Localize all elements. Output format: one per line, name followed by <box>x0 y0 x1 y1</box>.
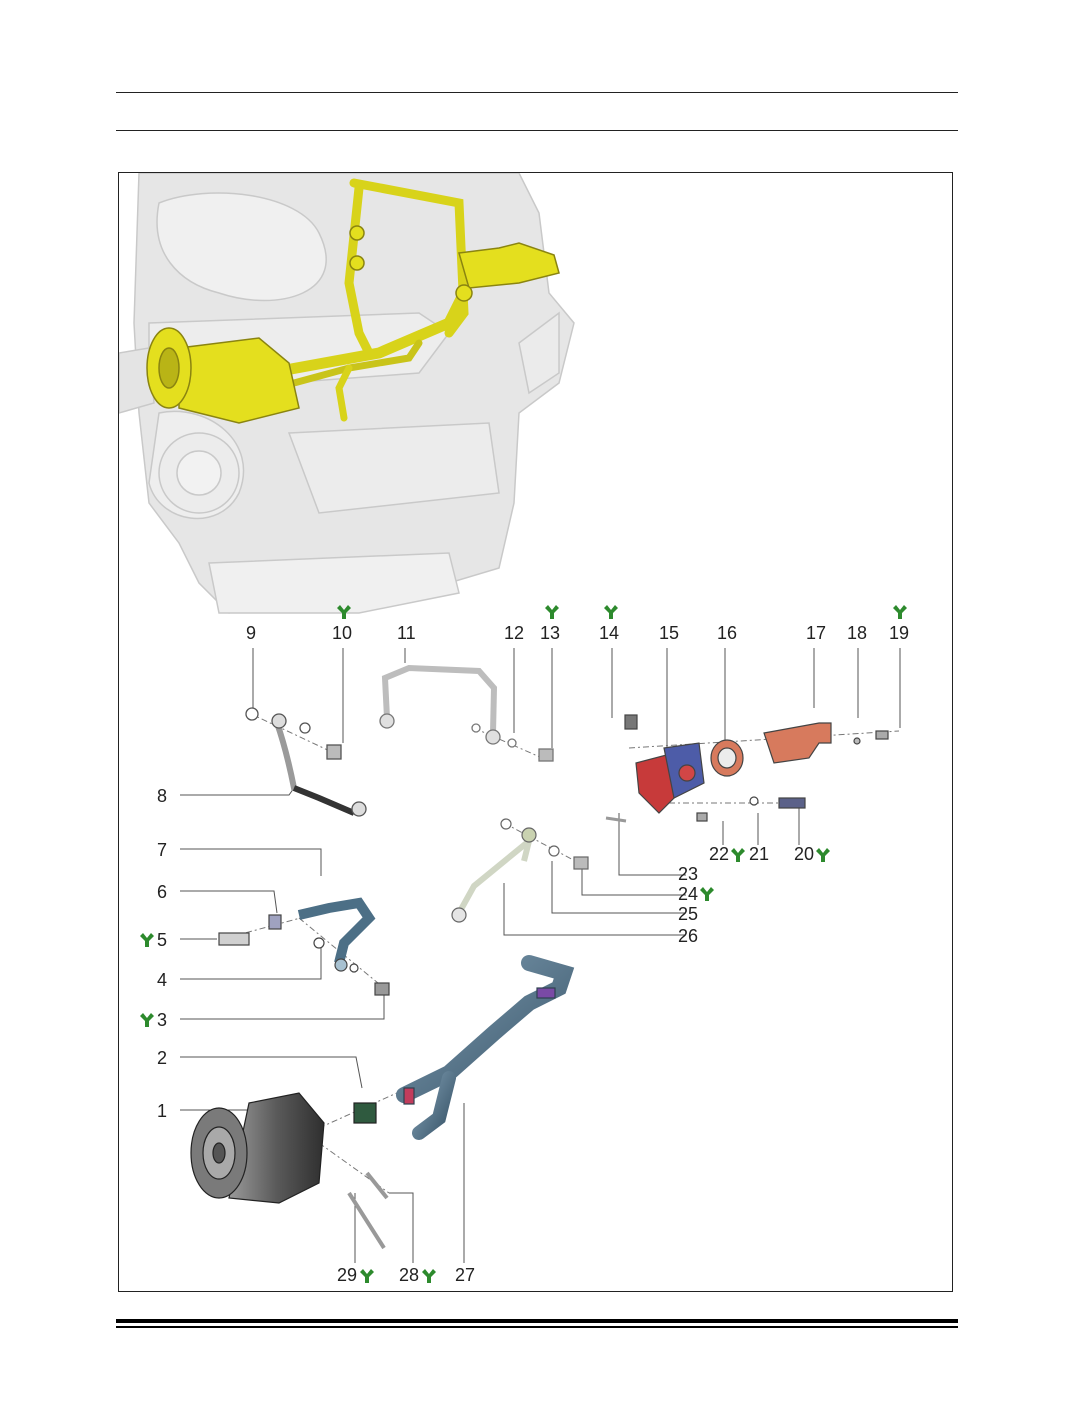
header-rule-top <box>116 92 958 93</box>
callout-27: 27 <box>455 1265 476 1285</box>
callout-5: 5 <box>157 930 168 950</box>
callout-6: 6 <box>157 882 168 902</box>
exploded-diagram-frame: 9 10 11 12 13 14 15 16 17 18 19 8 7 6 5 … <box>118 172 953 1292</box>
callout-3: 3 <box>157 1010 168 1030</box>
torque-wrench-icon <box>816 848 830 862</box>
torque-wrench-icon <box>731 848 745 862</box>
callout-8: 8 <box>157 786 168 806</box>
callout-12: 12 <box>504 623 525 643</box>
callout-26: 26 <box>678 926 699 946</box>
torque-wrench-icon <box>140 933 154 947</box>
part-water-pump-1 <box>190 1092 389 1250</box>
callout-21: 21 <box>749 844 770 864</box>
part-coolant-pipe-27 <box>396 955 575 1140</box>
callout-24: 24 <box>678 884 699 904</box>
callout-9: 9 <box>246 623 257 643</box>
torque-wrench-icon <box>604 605 618 619</box>
callout-7: 7 <box>157 840 168 860</box>
callout-1: 1 <box>157 1101 168 1121</box>
torque-wrench-icon <box>337 605 351 619</box>
callout-22: 22 <box>709 844 730 864</box>
callout-20: 20 <box>794 844 815 864</box>
footer-rule-thick <box>116 1319 958 1323</box>
callout-4: 4 <box>157 970 168 990</box>
part-hose-7 <box>218 897 390 996</box>
torque-wrench-icon <box>545 605 559 619</box>
footer-rule-thin <box>116 1326 958 1328</box>
header-rule-bottom <box>116 130 958 131</box>
torque-wrench-icon <box>893 605 907 619</box>
callout-15: 15 <box>659 623 680 643</box>
torque-wrench-icon <box>700 887 714 901</box>
part-pipe-26 <box>451 818 589 923</box>
part-thermostat-assembly <box>605 714 889 823</box>
callout-18: 18 <box>847 623 868 643</box>
callout-14: 14 <box>599 623 620 643</box>
part-pipe-8 <box>245 707 367 817</box>
callout-28: 28 <box>399 1265 420 1285</box>
callout-17: 17 <box>806 623 827 643</box>
highlighted-cooling-components <box>146 178 560 424</box>
torque-wrench-icon <box>422 1269 436 1283</box>
exploded-diagram <box>119 173 901 1263</box>
callout-16: 16 <box>717 623 738 643</box>
callout-11: 11 <box>397 623 416 643</box>
callout-23: 23 <box>678 864 699 884</box>
callout-25: 25 <box>678 904 699 924</box>
callout-13: 13 <box>540 623 561 643</box>
torque-wrench-icon <box>140 1013 154 1027</box>
torque-wrench-icon <box>360 1269 374 1283</box>
part-pipe-11 <box>379 664 554 762</box>
callout-19: 19 <box>889 623 910 643</box>
callout-29: 29 <box>337 1265 358 1285</box>
callout-2: 2 <box>157 1048 168 1068</box>
callout-leader-lines <box>180 648 901 1263</box>
callout-10: 10 <box>332 623 353 643</box>
